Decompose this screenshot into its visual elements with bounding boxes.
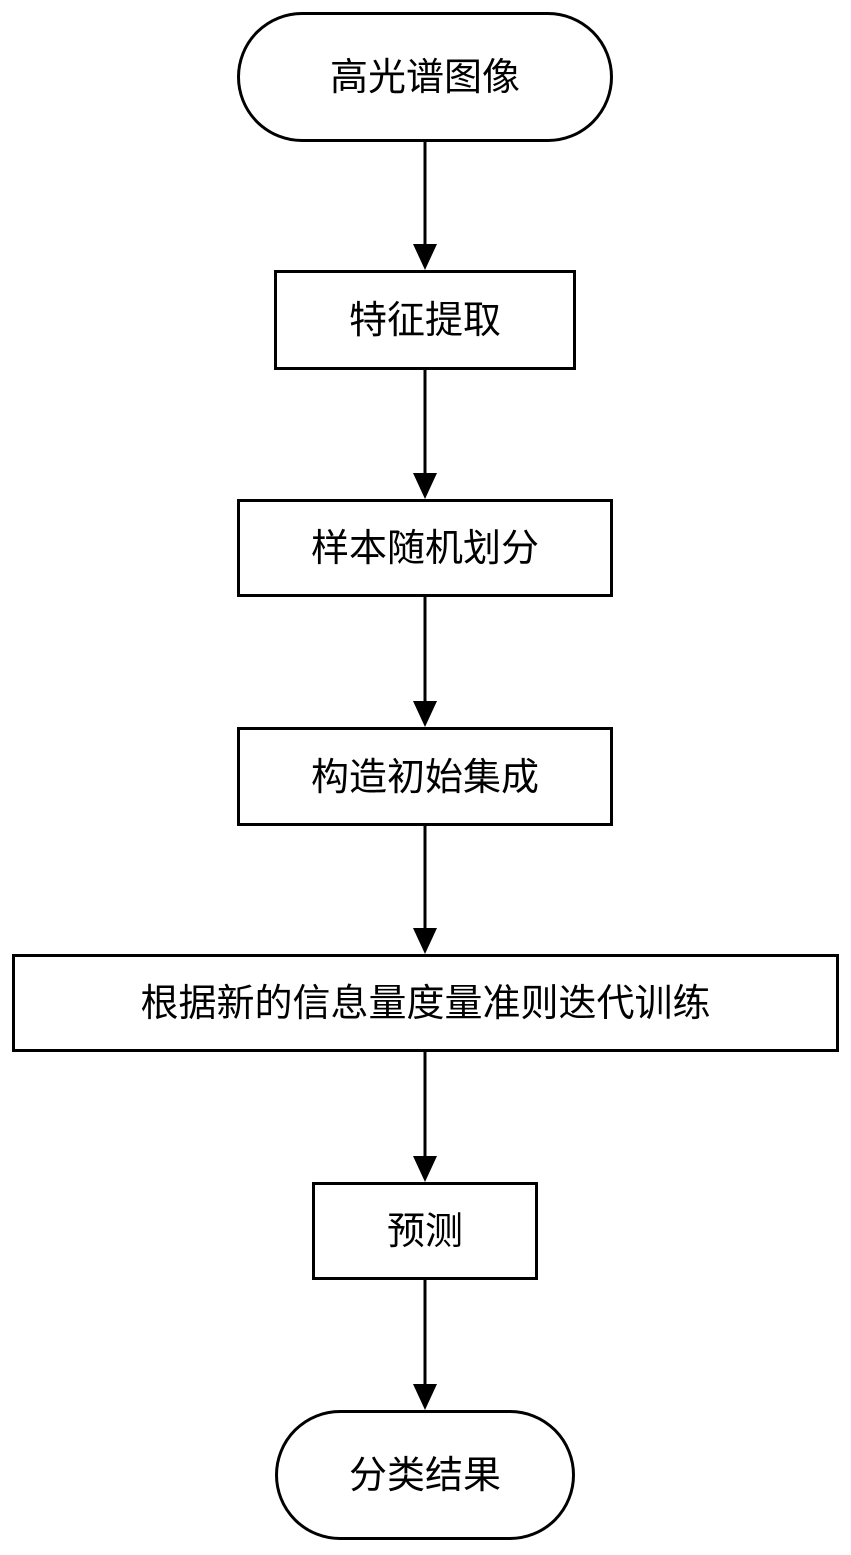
arrowhead-init-to-train	[413, 928, 437, 954]
initial-ensemble-label: 构造初始集成	[310, 754, 539, 799]
arrowhead-split-to-init	[413, 701, 437, 727]
prediction-node: 预测	[312, 1182, 538, 1280]
arrowhead-train-to-predict	[413, 1156, 437, 1182]
start-node-label: 高光谱图像	[329, 55, 520, 99]
arrowhead-start-to-feature	[413, 244, 437, 270]
prediction-label: 预测	[386, 1209, 463, 1253]
iterative-training-label: 根据新的信息量度量准则迭代训练	[140, 981, 711, 1025]
sample-split-node: 样本随机划分	[237, 499, 613, 597]
iterative-training-node: 根据新的信息量度量准则迭代训练	[12, 954, 839, 1052]
arrowhead-feature-to-split	[413, 473, 437, 499]
start-node: 高光谱图像	[237, 12, 613, 142]
feature-extraction-label: 特征提取	[348, 298, 501, 342]
end-node: 分类结果	[275, 1410, 575, 1540]
end-node-label: 分类结果	[348, 1453, 501, 1497]
initial-ensemble-node: 构造初始集成	[237, 727, 613, 826]
sample-split-label: 样本随机划分	[310, 526, 539, 570]
feature-extraction-node: 特征提取	[274, 270, 576, 370]
arrowhead-predict-to-end	[413, 1384, 437, 1410]
